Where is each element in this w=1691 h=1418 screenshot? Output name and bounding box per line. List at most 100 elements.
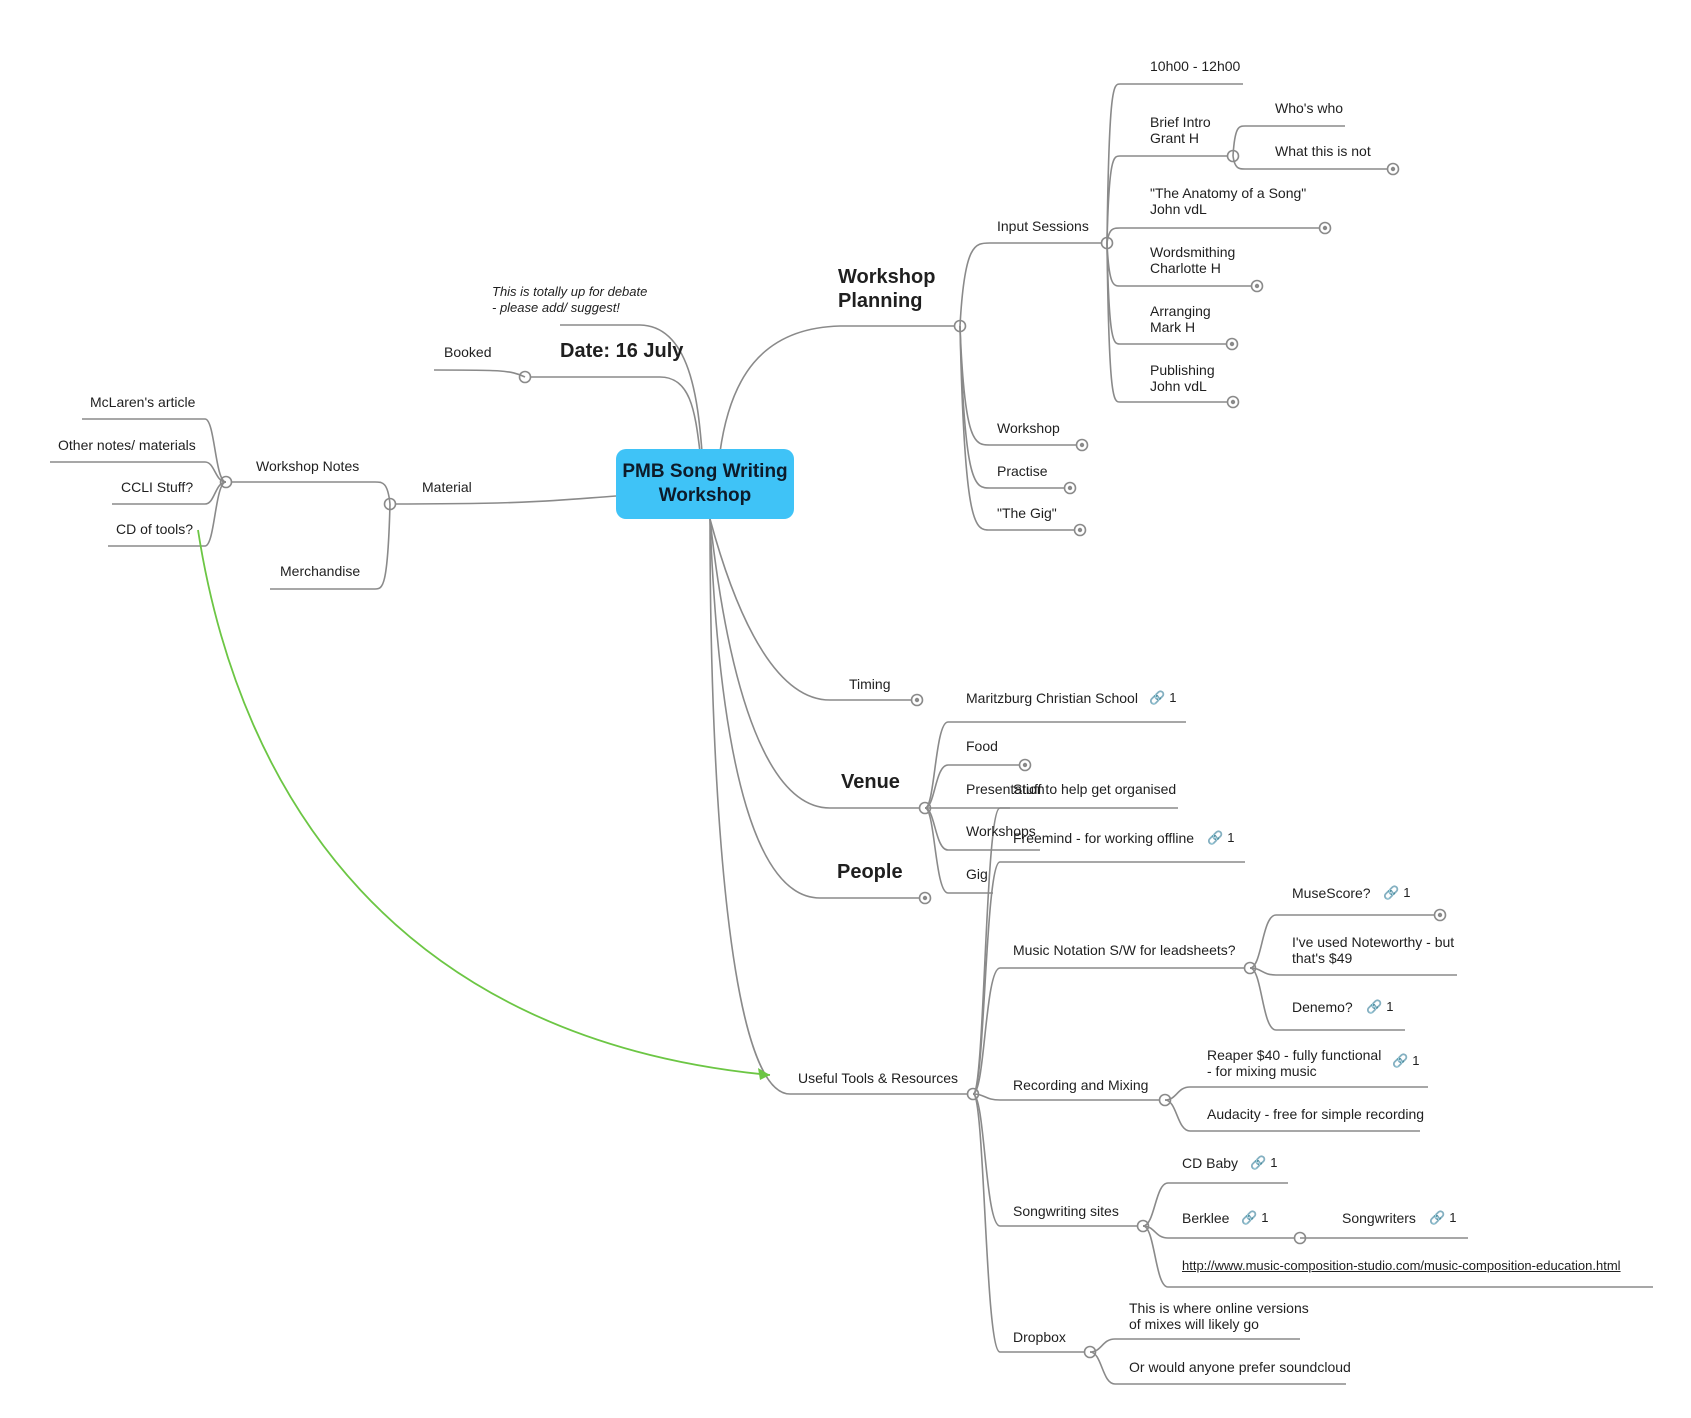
topic-time[interactable]: 10h00 - 12h00: [1150, 58, 1241, 74]
topic-soundcloud[interactable]: Or would anyone prefer soundcloud: [1129, 1359, 1351, 1375]
topic-songwriting-sites[interactable]: Songwriting sites: [1013, 1203, 1119, 1219]
connector-timing: [709, 518, 917, 701]
topic-the-gig[interactable]: "The Gig": [997, 505, 1057, 521]
connector-input-child-0: [1106, 83, 1243, 244]
connector-sites-child-2: [1142, 1225, 1653, 1288]
connector-input-child-1: [1106, 155, 1233, 244]
topic-publishing[interactable]: Publishing John vdL: [1150, 362, 1215, 394]
connector-workshop-planning: [719, 325, 960, 453]
connector-sites-child-1: [1142, 1225, 1300, 1239]
expand-food-dot: [1022, 762, 1028, 768]
connector-people: [709, 518, 925, 899]
link-badge-freemind[interactable]: 🔗1: [1207, 830, 1235, 845]
link-badge-maritzburg[interactable]: 🔗1: [1149, 690, 1177, 705]
topic-debate-note[interactable]: This is totally up for debate - please a…: [492, 284, 648, 315]
topic-date[interactable]: Date: 16 July: [560, 340, 684, 362]
connector-booked: [433, 369, 526, 378]
link-badge-musescore[interactable]: 🔗1: [1383, 885, 1411, 900]
topic-people[interactable]: People: [837, 861, 903, 883]
expand-publishing-dot: [1230, 399, 1236, 405]
topic-brief-intro[interactable]: Brief Intro Grant H: [1150, 114, 1211, 146]
topic-what-this-is-not[interactable]: What this is not: [1275, 143, 1371, 159]
expand-timing-dot: [914, 697, 920, 703]
topic-dropbox[interactable]: Dropbox: [1013, 1329, 1066, 1345]
link-icon: 🔗: [1429, 1210, 1446, 1225]
topic-useful-tools[interactable]: Useful Tools & Resources: [798, 1070, 959, 1086]
connector-venue-child-1: [924, 764, 1025, 809]
link-icon: 🔗: [1149, 690, 1166, 705]
connector-tools-child-4: [972, 1093, 1143, 1227]
topic-anatomy-of-a-song[interactable]: "The Anatomy of a Song" John vdL: [1150, 185, 1307, 217]
link-badge-songwriters[interactable]: 🔗1: [1429, 1210, 1457, 1225]
connector-tools-child-2: [972, 967, 1250, 1095]
topic-workshop-notes[interactable]: Workshop Notes: [256, 458, 360, 474]
topic-audacity[interactable]: Audacity - free for simple recording: [1207, 1106, 1425, 1122]
connector-dropbox-child-0: [1089, 1338, 1300, 1353]
connector-workshop-notes: [226, 481, 391, 505]
expand-anatomy-dot: [1322, 225, 1328, 231]
topic-recording[interactable]: Recording and Mixing: [1013, 1077, 1149, 1093]
connector-notes-child-1: [50, 461, 227, 483]
connector-venue-child-0: [924, 721, 1186, 809]
topic-stuff-organised[interactable]: Stuff to help get organised: [1013, 781, 1177, 797]
connector-whos-who: [1232, 125, 1345, 157]
topic-ccli-stuff[interactable]: CCLI Stuff?: [121, 479, 194, 495]
topic-freemind[interactable]: Freemind - for working offline: [1013, 830, 1195, 846]
topic-wordsmithing[interactable]: Wordsmithing Charlotte H: [1150, 244, 1236, 276]
topic-whos-who[interactable]: Who's who: [1275, 100, 1344, 116]
connector-date: [525, 376, 701, 453]
connector-input-child-2: [1106, 227, 1325, 244]
connector-input-child-5: [1106, 242, 1233, 403]
topic-reaper[interactable]: Reaper $40 - fully functional - for mixi…: [1207, 1047, 1382, 1079]
topic-merchandise[interactable]: Merchandise: [280, 563, 361, 579]
topic-booked[interactable]: Booked: [444, 344, 492, 360]
link-badge-berklee[interactable]: 🔗1: [1241, 1210, 1269, 1225]
expand-arranging-dot: [1229, 341, 1235, 347]
topic-mcs-url[interactable]: http://www.music-composition-studio.com/…: [1182, 1258, 1621, 1273]
root-topic[interactable]: PMB Song Writing Workshop: [616, 449, 794, 519]
link-icon: 🔗: [1241, 1210, 1258, 1225]
topic-online-versions[interactable]: This is where online versions of mixes w…: [1129, 1300, 1309, 1332]
topic-cd-baby[interactable]: CD Baby: [1182, 1155, 1239, 1171]
connector-venue: [709, 518, 925, 809]
connector-what-this-is-not: [1232, 155, 1393, 170]
topic-presentation[interactable]: Presentation: [966, 781, 1045, 797]
expand-practise-dot: [1067, 485, 1073, 491]
topic-workshop-planning[interactable]: Workshop Planning: [838, 266, 936, 312]
topic-practise[interactable]: Practise: [997, 463, 1048, 479]
link-icon: 🔗: [1392, 1053, 1409, 1068]
topic-other-notes[interactable]: Other notes/ materials: [58, 437, 196, 453]
topic-input-sessions[interactable]: Input Sessions: [997, 218, 1089, 234]
expand-people-dot: [922, 895, 928, 901]
connector-sites-child-0: [1142, 1182, 1288, 1227]
topic-cd-of-tools[interactable]: CD of tools?: [116, 521, 194, 537]
connector-notation-child-1: [1249, 967, 1457, 976]
connector-notation-child-0: [1249, 914, 1440, 969]
connector-recording-child-1: [1164, 1099, 1420, 1132]
expand-what-this-is-not-dot: [1390, 166, 1396, 172]
topic-denemo[interactable]: Denemo?: [1292, 999, 1353, 1015]
connector-input-sessions: [959, 242, 1107, 327]
topic-music-notation[interactable]: Music Notation S/W for leadsheets?: [1013, 942, 1236, 958]
link-badge-reaper[interactable]: 🔗1: [1392, 1053, 1420, 1068]
link-badge-cd-baby[interactable]: 🔗1: [1250, 1155, 1278, 1170]
topic-songwriters[interactable]: Songwriters: [1342, 1210, 1416, 1226]
topic-mclarens-article[interactable]: McLaren's article: [90, 394, 196, 410]
link-badge-denemo[interactable]: 🔗1: [1366, 999, 1394, 1014]
topic-workshops[interactable]: Workshops: [966, 823, 1036, 839]
topic-maritzburg[interactable]: Maritzburg Christian School: [966, 690, 1138, 706]
topic-material[interactable]: Material: [422, 479, 472, 495]
connector-dropbox-child-1: [1089, 1351, 1346, 1385]
connector-tools-child-1: [972, 861, 1245, 1095]
topic-venue[interactable]: Venue: [841, 771, 900, 793]
connector-the-gig: [959, 325, 1080, 531]
topic-timing[interactable]: Timing: [849, 676, 891, 692]
topic-noteworthy[interactable]: I've used Noteworthy - but that's $49: [1292, 934, 1455, 966]
topic-arranging[interactable]: Arranging Mark H: [1150, 303, 1211, 335]
topic-workshop[interactable]: Workshop: [997, 420, 1060, 436]
topic-food[interactable]: Food: [966, 738, 998, 754]
topic-berklee[interactable]: Berklee: [1182, 1210, 1230, 1226]
topic-gig[interactable]: Gig: [966, 866, 988, 882]
topic-musescore[interactable]: MuseScore?: [1292, 885, 1371, 901]
